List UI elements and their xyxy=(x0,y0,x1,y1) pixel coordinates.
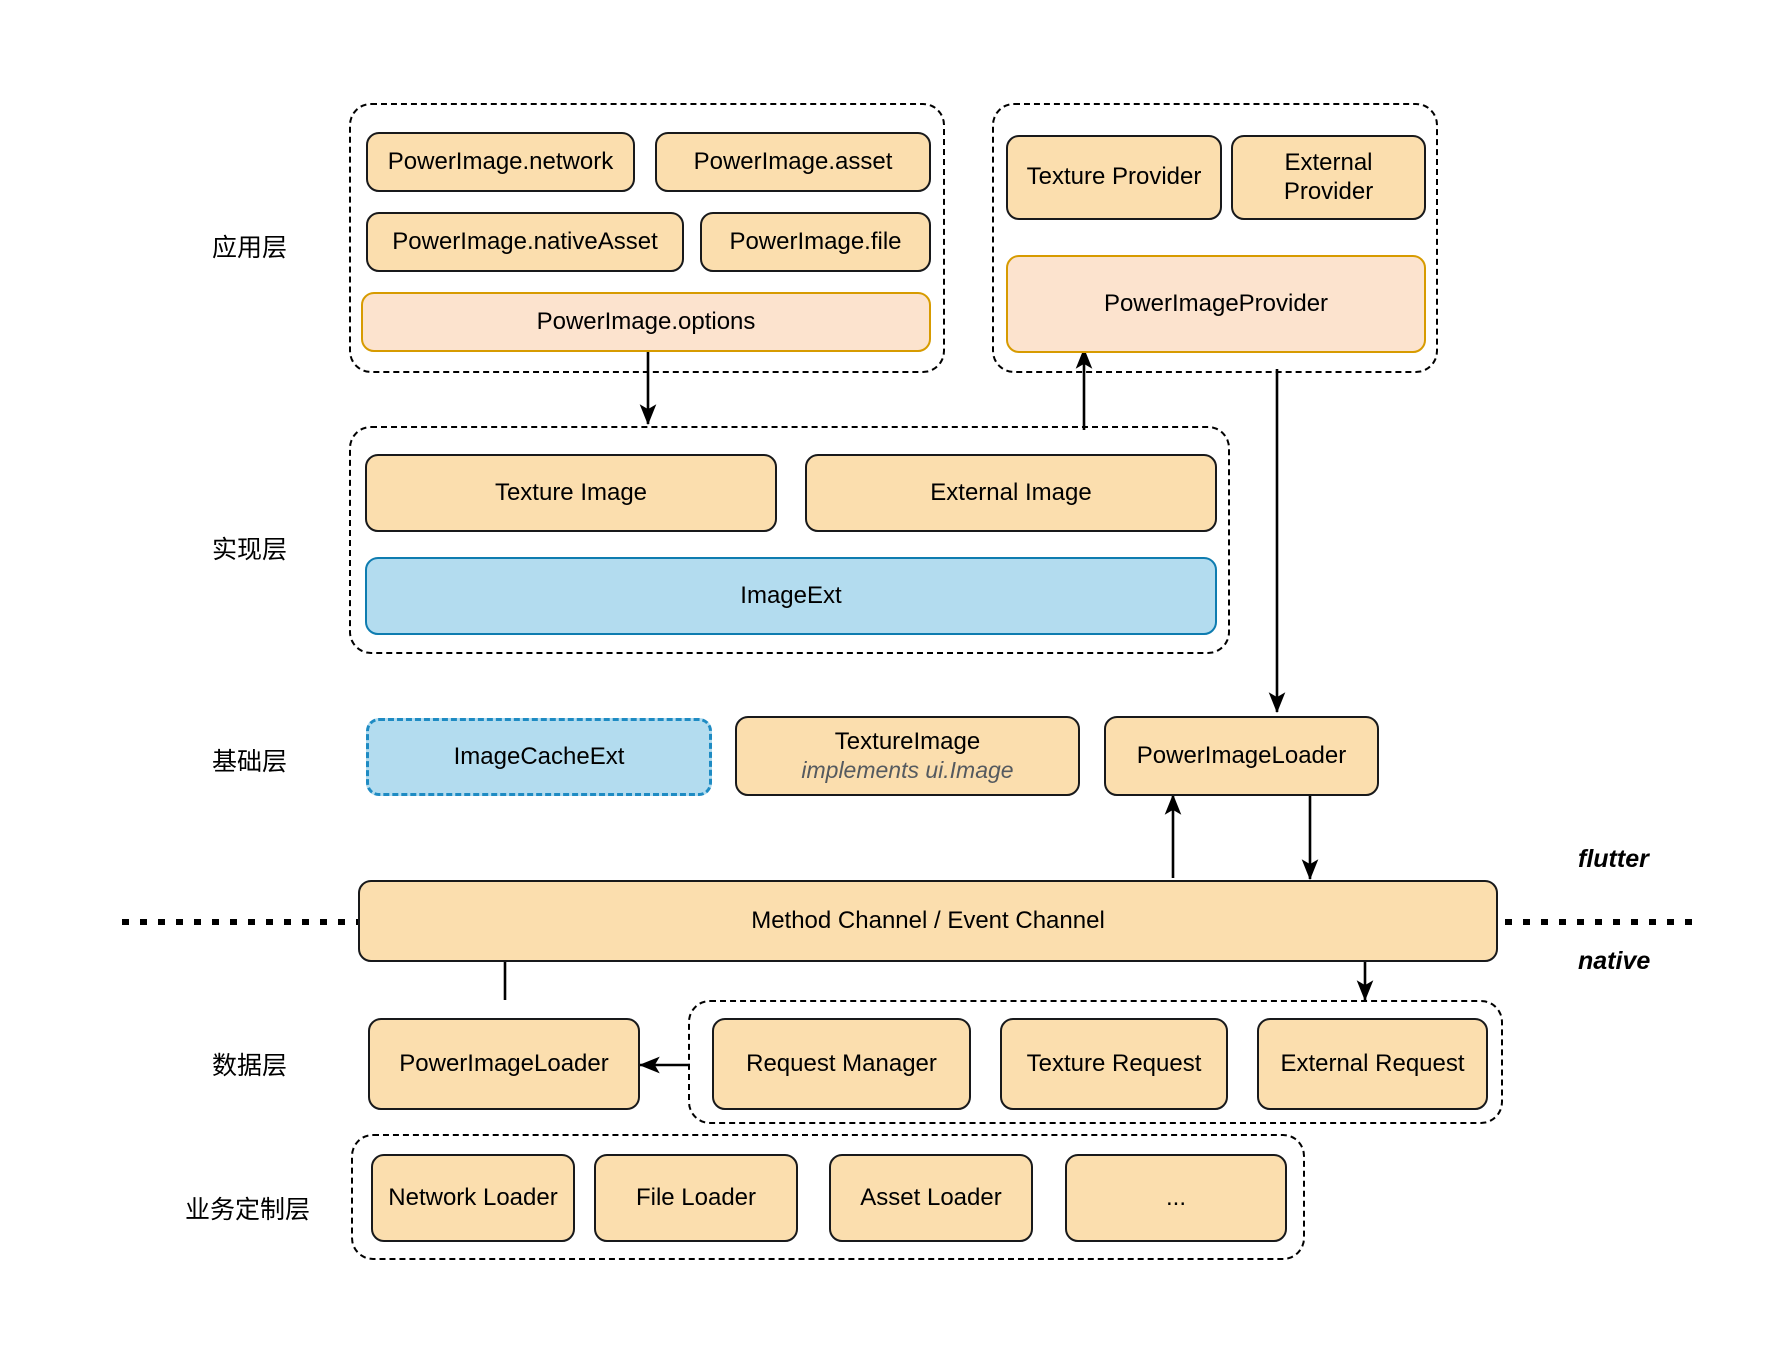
node-label: PowerImage.asset xyxy=(693,147,893,175)
node-label: Method Channel / Event Channel xyxy=(751,906,1105,934)
group-business-loaders xyxy=(351,1134,1305,1260)
node-external-request[interactable]: External Request xyxy=(1257,1018,1488,1110)
layer-label-impl: 实现层 xyxy=(212,536,288,564)
node-label: Request Manager xyxy=(746,1049,937,1077)
node-label: Texture Provider xyxy=(1026,163,1202,191)
node-texture-request[interactable]: Texture Request xyxy=(1000,1018,1228,1110)
node-external-image[interactable]: External Image xyxy=(805,454,1217,532)
node-power-image-network[interactable]: PowerImage.network xyxy=(366,132,635,192)
side-label-native: native xyxy=(1578,947,1651,975)
node-label: Texture Request xyxy=(1026,1049,1202,1077)
node-label: External Image xyxy=(930,478,1092,506)
node-sublabel: implements ui.Image xyxy=(801,757,1014,784)
node-label: External Request xyxy=(1280,1049,1465,1077)
group-impl xyxy=(349,426,1230,654)
node-method-channel[interactable]: Method Channel / Event Channel xyxy=(358,880,1498,962)
node-image-ext[interactable]: ImageExt xyxy=(365,557,1217,635)
node-image-cache-ext[interactable]: ImageCacheExt xyxy=(366,718,712,796)
node-texture-provider[interactable]: Texture Provider xyxy=(1006,135,1222,220)
node-label: PowerImage.options xyxy=(536,307,756,335)
node-texture-image[interactable]: Texture Image xyxy=(365,454,777,532)
group-data-requests xyxy=(688,1000,1503,1124)
node-label: PowerImage.network xyxy=(387,147,614,175)
node-label: ImageExt xyxy=(740,581,842,609)
node-label: Asset Loader xyxy=(860,1183,1002,1211)
node-file-loader[interactable]: File Loader xyxy=(594,1154,798,1242)
node-label: File Loader xyxy=(635,1183,757,1211)
node-asset-loader[interactable]: Asset Loader xyxy=(829,1154,1033,1242)
node-label: ... xyxy=(1165,1183,1186,1211)
node-label: External Provider xyxy=(1283,149,1374,205)
layer-label-business: 业务定制层 xyxy=(185,1196,311,1224)
node-power-image-provider[interactable]: PowerImageProvider xyxy=(1006,255,1426,353)
group-app-providers xyxy=(992,103,1438,373)
side-label-flutter: flutter xyxy=(1578,845,1649,873)
layer-label-base: 基础层 xyxy=(212,748,288,776)
node-label: Texture Image xyxy=(494,478,648,506)
layer-label-data: 数据层 xyxy=(212,1052,288,1080)
node-label: Network Loader xyxy=(388,1183,558,1211)
node-label: PowerImage.nativeAsset xyxy=(392,227,658,255)
node-request-manager[interactable]: Request Manager xyxy=(712,1018,971,1110)
node-label: PowerImageProvider xyxy=(1103,289,1329,317)
node-power-image-asset[interactable]: PowerImage.asset xyxy=(655,132,931,192)
node-power-image-options[interactable]: PowerImage.options xyxy=(361,292,931,352)
group-app-constructors xyxy=(349,103,945,373)
node-label: PowerImage.file xyxy=(729,227,902,255)
node-power-image-loader-native[interactable]: PowerImageLoader xyxy=(368,1018,640,1110)
node-more-loader[interactable]: ... xyxy=(1065,1154,1287,1242)
layer-label-app: 应用层 xyxy=(212,234,288,262)
node-label: PowerImageLoader xyxy=(399,1049,609,1077)
node-label: PowerImageLoader xyxy=(1136,741,1347,769)
node-power-image-file[interactable]: PowerImage.file xyxy=(700,212,931,272)
node-power-image-loader-flutter[interactable]: PowerImageLoader xyxy=(1104,716,1379,796)
node-label: TextureImage xyxy=(834,727,981,755)
node-power-image-nativeasset[interactable]: PowerImage.nativeAsset xyxy=(366,212,684,272)
node-network-loader[interactable]: Network Loader xyxy=(371,1154,575,1242)
node-external-provider[interactable]: External Provider xyxy=(1231,135,1426,220)
node-label: ImageCacheExt xyxy=(453,742,625,770)
node-texture-image-impl[interactable]: TextureImage implements ui.Image xyxy=(735,716,1080,796)
